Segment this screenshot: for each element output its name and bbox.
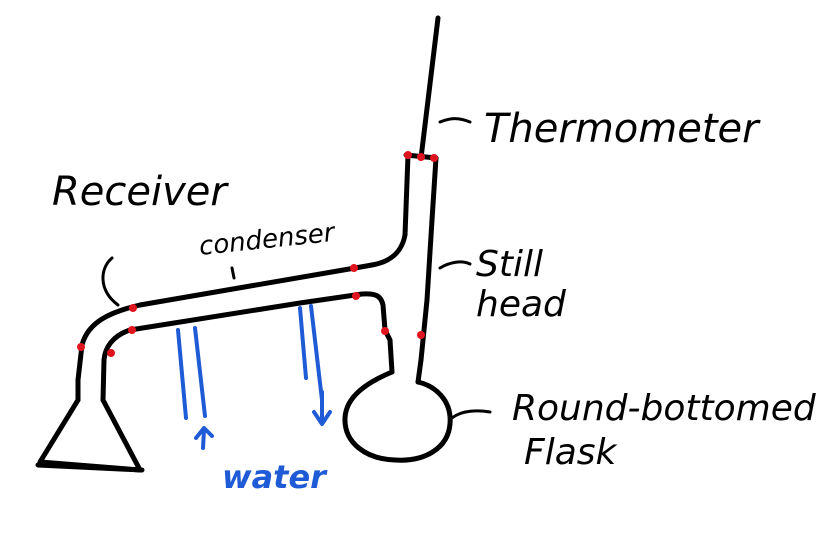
receiver-base (35, 462, 145, 473)
condenser-pointer (230, 266, 236, 280)
thermometer-label: Thermometer (484, 106, 761, 152)
receiver-label: Receiver (52, 169, 229, 215)
joint-marker (128, 326, 136, 334)
still-head-label-line1: Still (476, 244, 543, 285)
still-head-pointer (438, 260, 472, 270)
joint-marker (352, 292, 360, 300)
joint-marker (129, 304, 137, 312)
still-head-label-line2: head (476, 284, 567, 325)
condenser-lower-wall (100, 291, 388, 403)
joint-marker (350, 264, 358, 272)
thermometer-pointer (438, 117, 472, 124)
water-out-arrow (312, 390, 332, 426)
joint-marker (107, 349, 115, 357)
water-label: water (222, 458, 328, 496)
flask-neck-left (382, 327, 395, 375)
water-outlet-tube-right (309, 304, 324, 402)
joint-marker (417, 331, 425, 339)
water-inlet-tube-right (193, 326, 207, 418)
joint-marker (430, 154, 438, 162)
joint-markers (77, 151, 438, 357)
water-inlet-tube-left (176, 328, 188, 420)
flask-label-line2: Flask (524, 432, 619, 473)
joint-marker (417, 153, 425, 161)
water-outlet-tube-left (298, 306, 308, 380)
receiver-pointer (101, 256, 120, 307)
still-head-left-wall (369, 152, 411, 268)
thermometer (418, 15, 441, 161)
joint-marker (404, 151, 412, 159)
joint-marker (381, 327, 389, 335)
water-in-arrow (194, 426, 214, 450)
still-head-right-wall (415, 155, 439, 385)
joint-marker (77, 343, 85, 351)
flask-label-line1: Round-bottomed (512, 388, 817, 429)
condenser-label: condenser (198, 218, 339, 262)
receiver-flask (37, 397, 143, 473)
round-bottom-flask (342, 369, 453, 463)
flask-pointer (450, 409, 492, 420)
